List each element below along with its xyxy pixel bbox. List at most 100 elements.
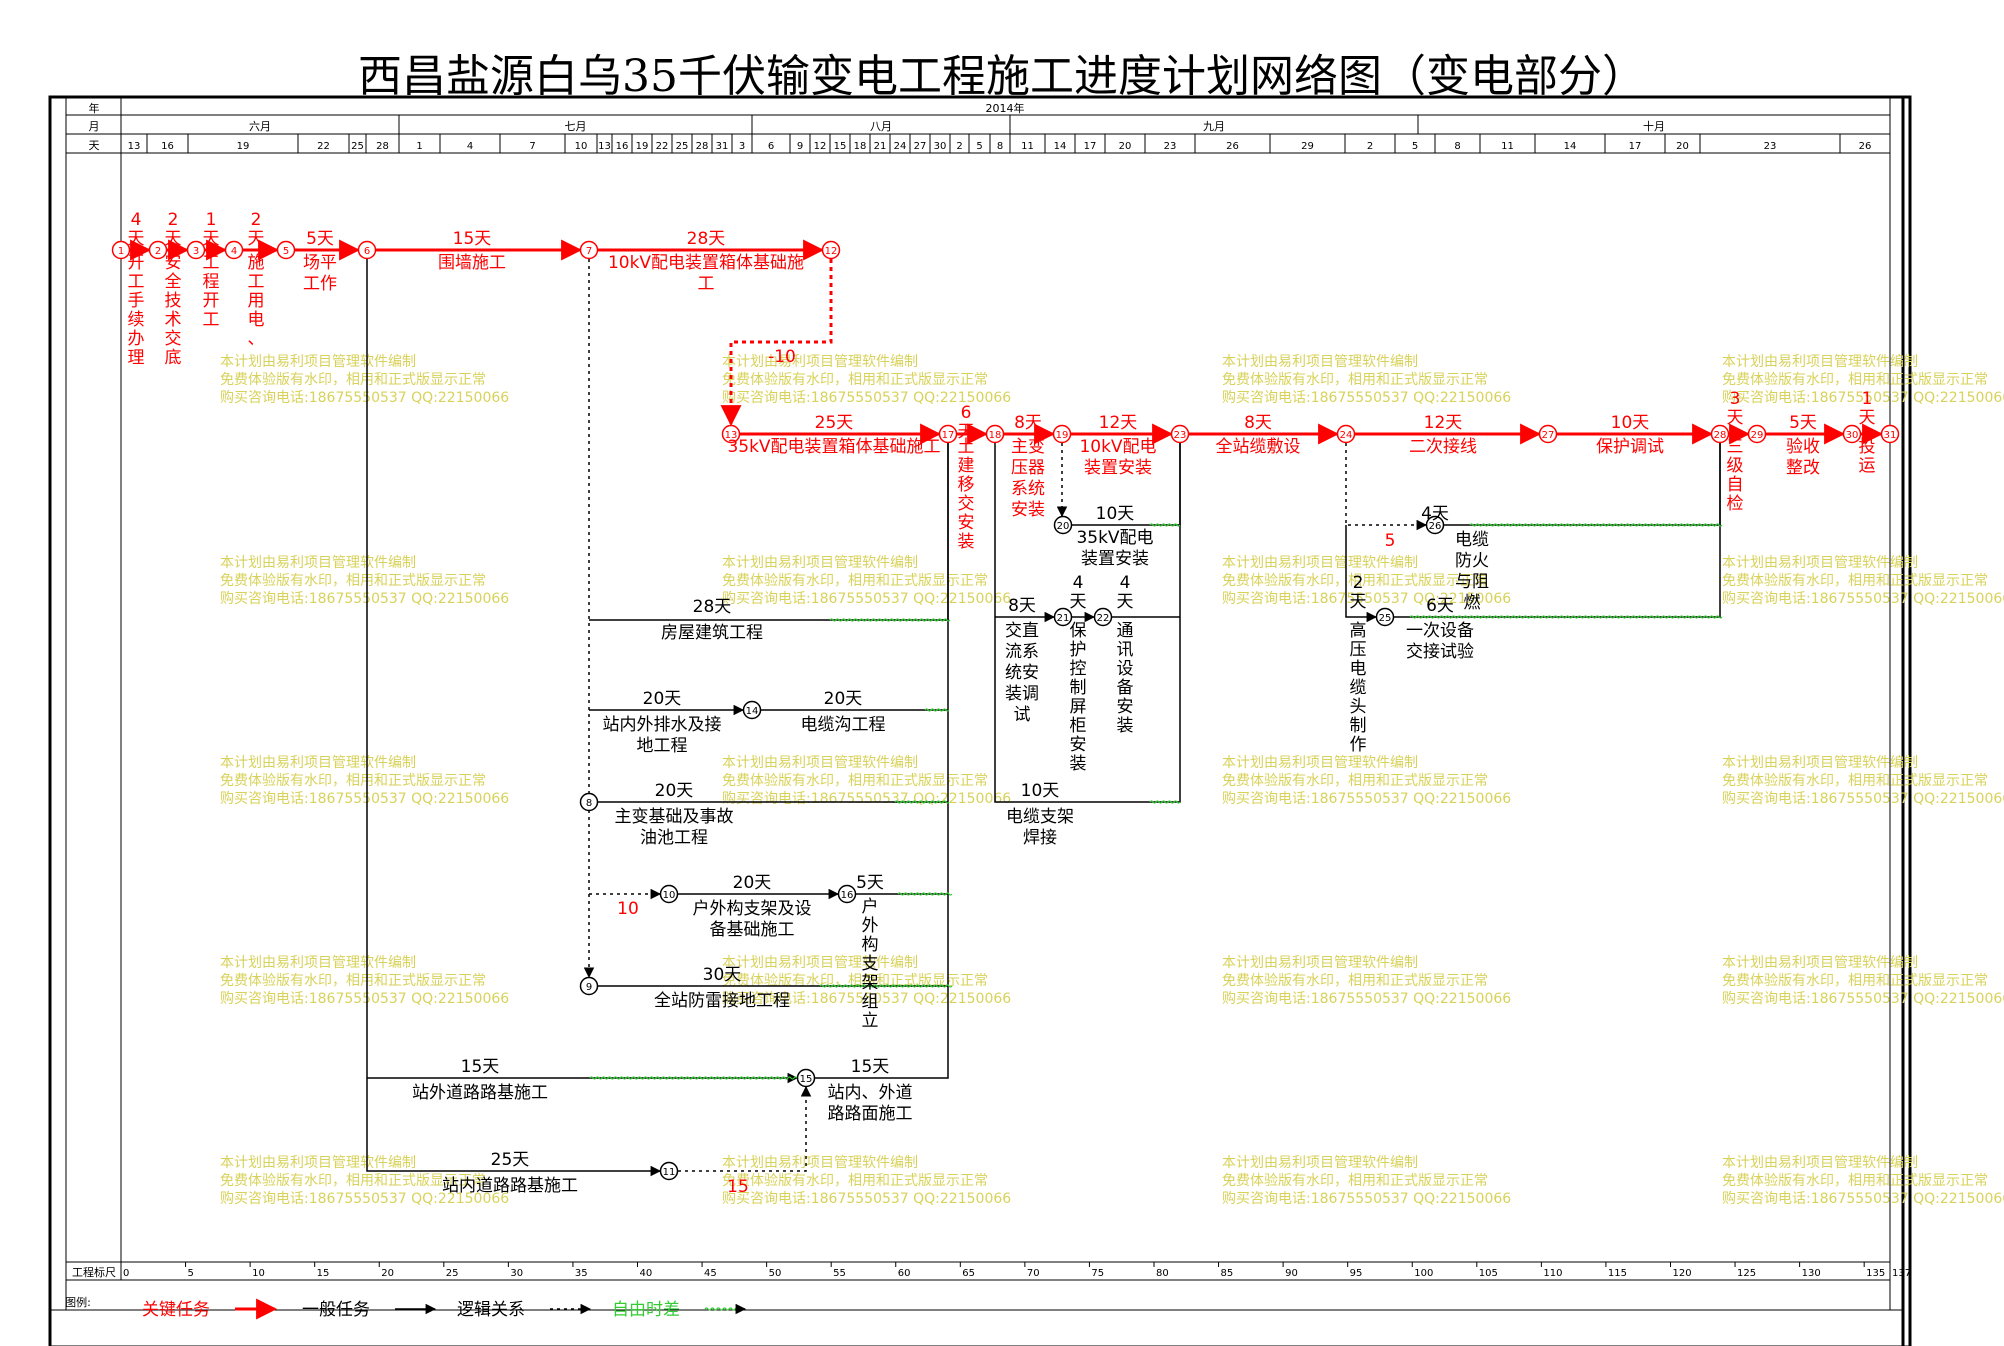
- header-day: 17: [1084, 141, 1097, 152]
- label-char: 手: [128, 291, 145, 311]
- label-char: 制: [1070, 678, 1087, 698]
- label-char: 程: [203, 272, 220, 292]
- watermark-text: 免费体验版有水印，相用和正式版显示正常: [220, 973, 486, 989]
- header-day: 1: [416, 141, 422, 152]
- header-month: 六月: [249, 120, 271, 133]
- task-name: 全站缆敷设: [1216, 437, 1301, 457]
- scale-tick-label: 20: [381, 1268, 394, 1279]
- watermark-text: 本计划由易利项目管理软件编制: [1722, 755, 1918, 771]
- label-char: 安: [165, 253, 182, 273]
- label-line: 压器: [1011, 458, 1045, 478]
- label-char: 土: [958, 437, 975, 457]
- event-node-16: [837, 884, 857, 904]
- free-float-line: [1469, 523, 1723, 527]
- task-name: 二次接线: [1409, 437, 1477, 457]
- event-node-30: [1842, 424, 1862, 444]
- task-duration: 2天: [248, 210, 265, 249]
- label-line: 验收: [1786, 437, 1820, 457]
- event-node-label: 15: [800, 1074, 813, 1085]
- label-char: 交: [958, 494, 975, 514]
- label-char: 1: [206, 210, 217, 230]
- watermark-text: 购买咨询电话:18675550537 QQ:22150066: [1222, 791, 1511, 807]
- event-node-21: [1053, 607, 1073, 627]
- task-name: 房屋建筑工程: [661, 623, 763, 643]
- label-char: 工: [203, 253, 220, 273]
- lag-label: 10: [617, 899, 639, 919]
- watermark-text: 购买咨询电话:18675550537 QQ:22150066: [220, 1191, 509, 1207]
- label-char: 4: [131, 210, 142, 230]
- task-arrow-24-25: [1345, 525, 1378, 623]
- scale-tick-label: 90: [1285, 1268, 1298, 1279]
- header-day: 22: [656, 141, 669, 152]
- event-node-25: [1375, 607, 1395, 627]
- lag-label: 5: [1385, 531, 1396, 551]
- scale-tick-label: 35: [575, 1268, 588, 1279]
- label-char: 技: [165, 291, 182, 311]
- free-float-line: [589, 1076, 801, 1080]
- watermark-text: 免费体验版有水印，相用和正式版显示正常: [220, 1173, 486, 1189]
- task-duration: 5天: [1789, 413, 1817, 433]
- label-line: 备基础施工: [710, 920, 795, 940]
- task-duration: 8天: [1014, 413, 1042, 433]
- task-duration: 28天: [687, 229, 726, 249]
- event-node-5: [276, 240, 296, 260]
- watermark-text: 本计划由易利项目管理软件编制: [1722, 955, 1918, 971]
- scale-label: 工程标尺: [72, 1265, 116, 1279]
- watermark-text: 免费体验版有水印，相用和正式版显示正常: [1722, 1173, 1988, 1189]
- watermark-text: 本计划由易利项目管理软件编制: [220, 955, 416, 971]
- event-node-label: 19: [1056, 430, 1069, 441]
- label-char: 4: [1073, 573, 1084, 593]
- label-char: 作: [1350, 735, 1367, 755]
- label-line: 户外构支架及设: [693, 899, 812, 919]
- task-duration: 5天: [856, 873, 884, 893]
- label-line: 场平: [303, 253, 337, 273]
- watermark-text: 购买咨询电话:18675550537 QQ:22150066: [722, 1191, 1011, 1207]
- watermark-text: 购买咨询电话:18675550537 QQ:22150066: [1222, 1191, 1511, 1207]
- header-day: 5: [1412, 141, 1418, 152]
- watermark-text: 本计划由易利项目管理软件编制: [1222, 1155, 1418, 1171]
- label-char: 用: [248, 291, 265, 311]
- watermark-text: 免费体验版有水印，相用和正式版显示正常: [722, 973, 988, 989]
- watermark-text: 免费体验版有水印，相用和正式版显示正常: [220, 773, 486, 789]
- event-node-label: 12: [825, 246, 838, 257]
- label-char: 自: [1727, 475, 1744, 495]
- label-char: 头: [1350, 697, 1367, 717]
- task-name: 站外道路路基施工: [412, 1083, 548, 1103]
- lag-label: -10: [768, 347, 796, 367]
- event-node-label: 4: [231, 246, 237, 257]
- task-duration: 15天: [461, 1057, 500, 1077]
- header-day: 18: [854, 141, 867, 152]
- scale-tick-label: 70: [1027, 1268, 1040, 1279]
- event-node-22: [1093, 607, 1113, 627]
- event-node-28: [1710, 424, 1730, 444]
- label-line: 交直: [1005, 621, 1039, 641]
- label-char: 通: [1117, 621, 1134, 641]
- label-char: 天: [1727, 408, 1744, 428]
- legend-float-swatch: [704, 1307, 742, 1311]
- event-node-label: 3: [193, 246, 199, 257]
- event-node-label: 20: [1057, 521, 1070, 532]
- scale-tick-label: 60: [898, 1268, 911, 1279]
- logic-11-15: [678, 1085, 812, 1172]
- watermark-text: 购买咨询电话:18675550537 QQ:22150066: [1722, 991, 2004, 1007]
- scale-tick-label: 137: [1892, 1268, 1911, 1279]
- label-line: 统安: [1005, 663, 1039, 683]
- label-char: 装: [1117, 716, 1134, 736]
- header-day: 8: [1454, 141, 1460, 152]
- task-labels: 4天开工手续办理2天安全技术交底1天工程开工2天施工用电、5天场平工作15天围墙…: [128, 210, 1876, 1197]
- event-node-1: [111, 240, 131, 260]
- watermark-text: 本计划由易利项目管理软件编制: [1722, 555, 1918, 571]
- event-node-label: 13: [725, 430, 738, 441]
- watermark-text: 免费体验版有水印，相用和正式版显示正常: [1222, 973, 1488, 989]
- label-char: 屏: [1070, 697, 1087, 717]
- free-float-line: [1149, 523, 1181, 527]
- event-node-label: 1: [118, 246, 124, 257]
- scale-tick-label: 40: [639, 1268, 652, 1279]
